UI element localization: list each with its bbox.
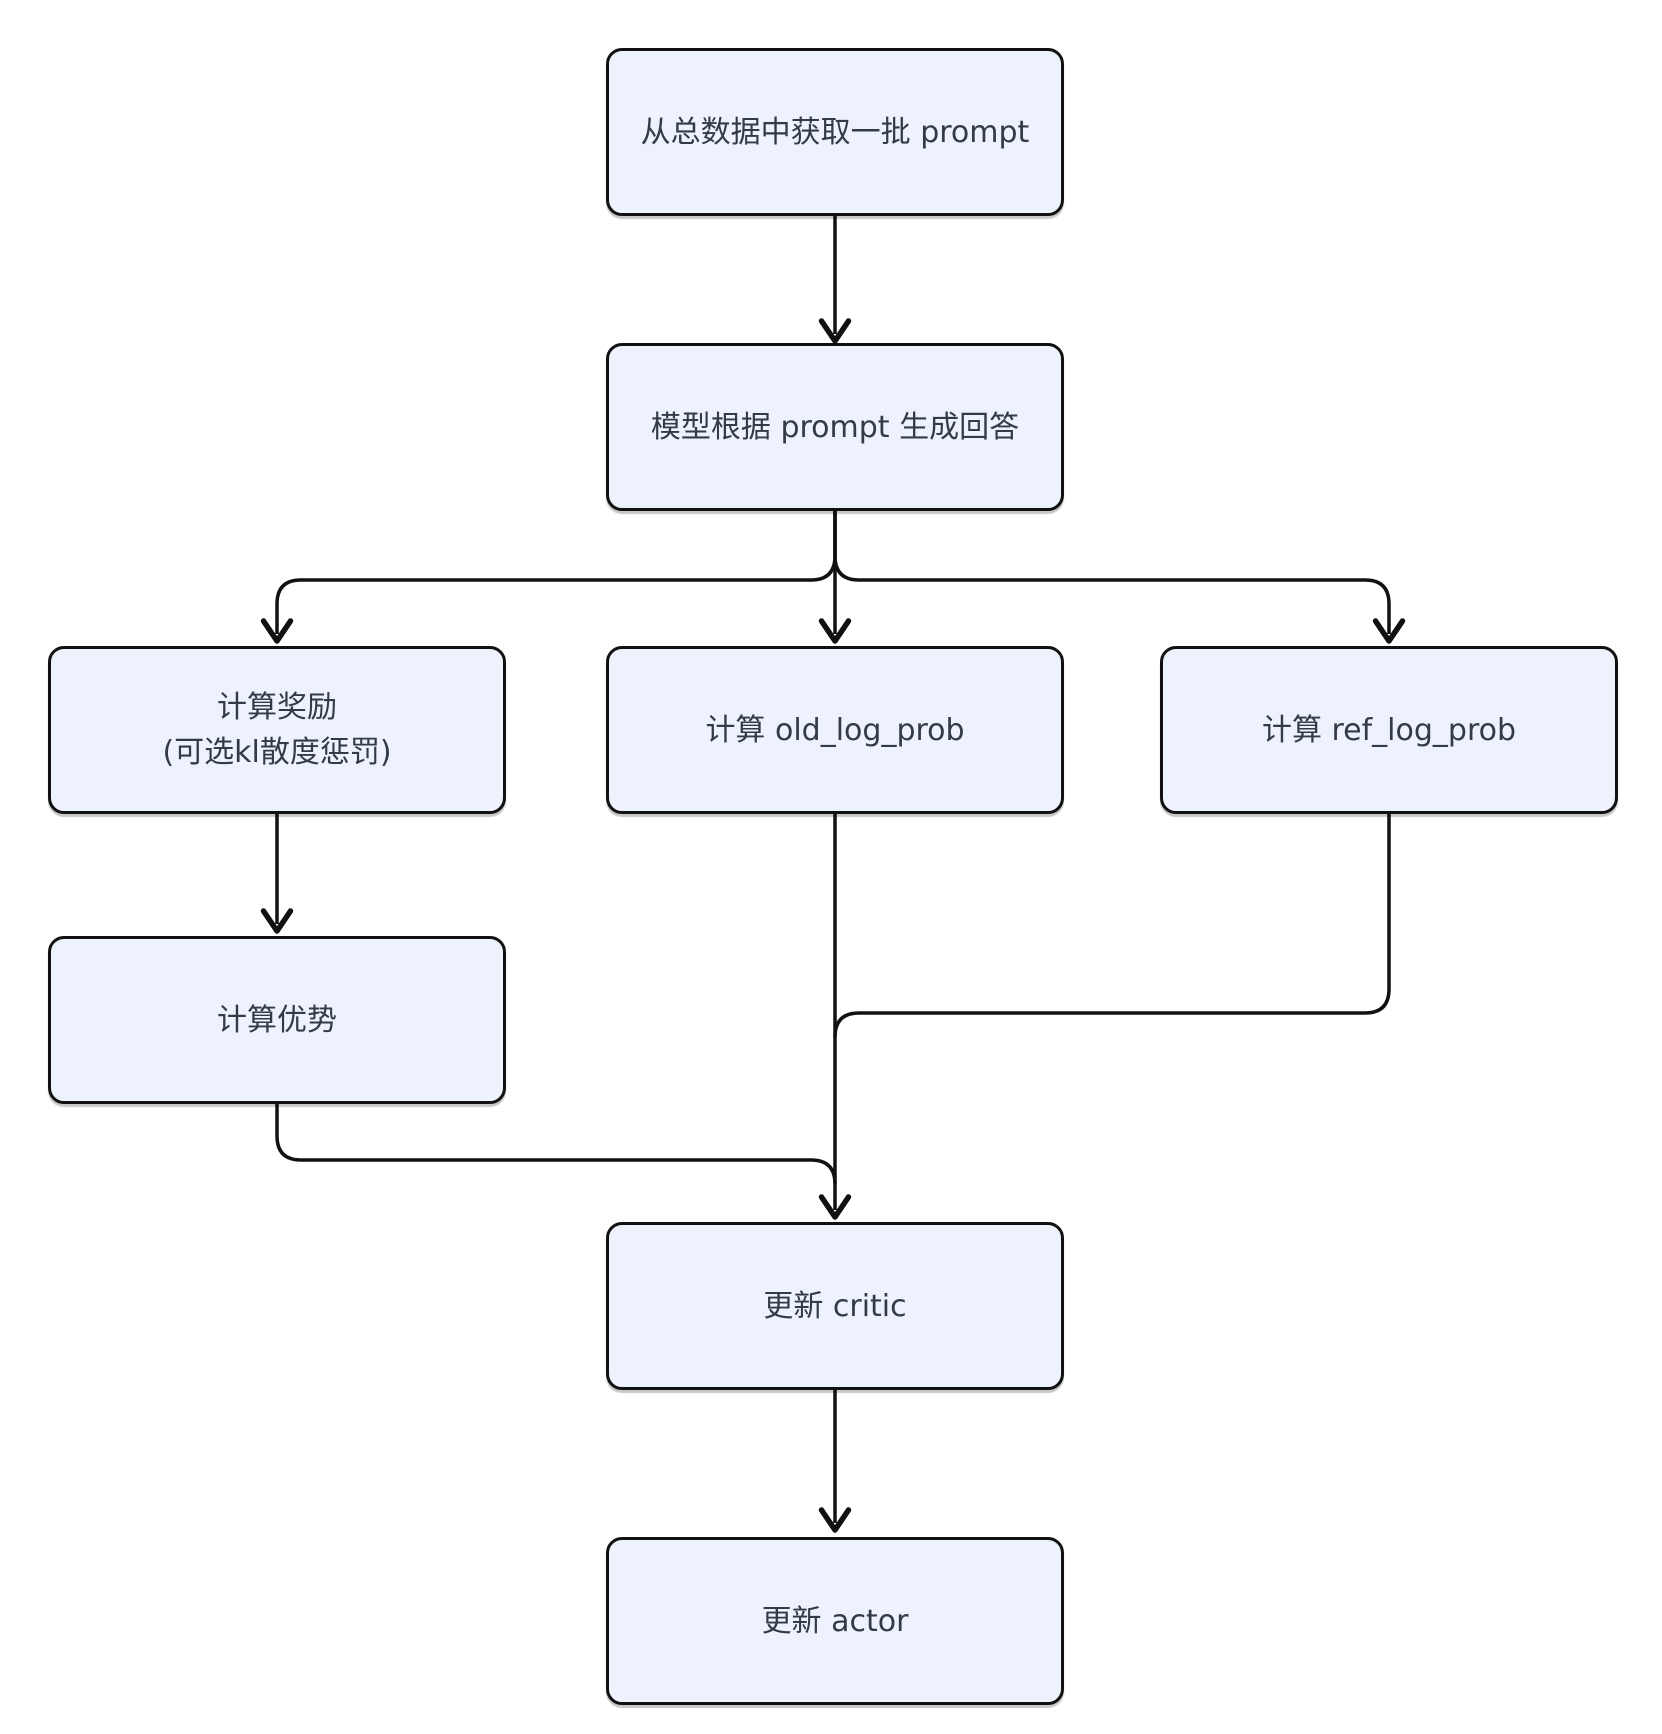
- node-old-log-prob: 计算 old_log_prob: [606, 646, 1064, 814]
- edge-update-critic-to-update-actor: [818, 1390, 852, 1533]
- node-get-prompts: 从总数据中获取一批 prompt: [606, 48, 1064, 216]
- edge-advantage-to-update-critic: [275, 1104, 837, 1185]
- node-update-actor: 更新 actor: [606, 1537, 1064, 1705]
- node-update-critic-label: 更新 critic: [763, 1288, 907, 1324]
- edge-generate-to-reward: [260, 511, 837, 644]
- node-generate: 模型根据 prompt 生成回答: [606, 343, 1064, 511]
- edge-reward-to-advantage: [260, 814, 294, 934]
- node-generate-label: 模型根据 prompt 生成回答: [650, 409, 1020, 445]
- node-advantage-label: 计算优势: [217, 1002, 337, 1038]
- node-update-critic: 更新 critic: [606, 1222, 1064, 1390]
- node-advantage: 计算优势: [48, 936, 506, 1104]
- edge-ref-log-prob-to-update-critic: [833, 814, 1391, 1038]
- node-reward: 计算奖励 (可选kl散度惩罚): [48, 646, 506, 814]
- node-get-prompts-label: 从总数据中获取一批 prompt: [640, 114, 1030, 150]
- node-update-actor-label: 更新 actor: [761, 1603, 909, 1639]
- node-old-log-prob-label: 计算 old_log_prob: [705, 712, 965, 748]
- edge-old-log-prob-to-update-critic: [818, 814, 852, 1220]
- node-ref-log-prob-label: 计算 ref_log_prob: [1261, 712, 1517, 748]
- node-ref-log-prob: 计算 ref_log_prob: [1160, 646, 1618, 814]
- edge-generate-to-ref-log-prob: [833, 511, 1406, 644]
- edge-get-prompts-to-generate: [818, 216, 852, 344]
- node-reward-label: 计算奖励 (可选kl散度惩罚): [162, 690, 392, 770]
